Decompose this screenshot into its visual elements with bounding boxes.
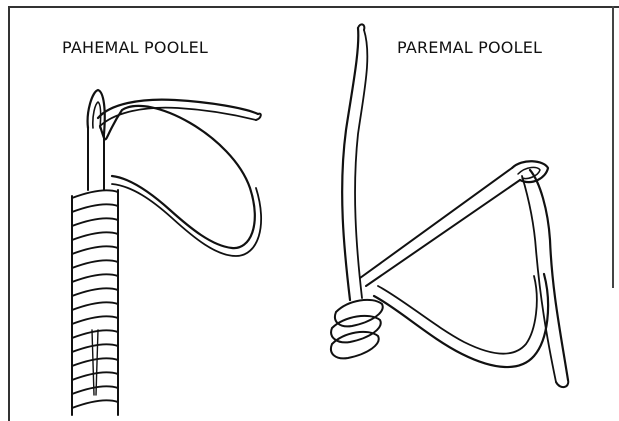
right-thread-lower-loop-outer xyxy=(374,274,548,367)
right-coil-1 xyxy=(335,300,383,327)
left-coil-10 xyxy=(72,316,118,324)
left-coil-2 xyxy=(72,204,118,212)
left-coil-4 xyxy=(72,232,118,240)
left-coil-11 xyxy=(72,330,118,338)
left-needle-tip xyxy=(92,330,98,395)
left-coil-9 xyxy=(72,302,118,310)
left-coil-6 xyxy=(72,260,118,268)
left-coil-7 xyxy=(72,274,118,282)
right-thread-eye-loop-inner xyxy=(522,176,556,382)
left-coil-1 xyxy=(72,190,118,198)
right-thread-standing-inner xyxy=(355,30,367,298)
left-coil-16 xyxy=(72,400,118,408)
right-needle-diagram xyxy=(331,24,568,387)
right-thread-bottom-end xyxy=(556,380,568,387)
right-needle-shaft-top xyxy=(360,168,512,278)
left-needle-eye xyxy=(88,90,105,134)
left-coil-14 xyxy=(72,372,118,380)
left-thread-big-loop-outer xyxy=(100,106,255,248)
right-needle-eye-inner xyxy=(518,167,540,178)
left-coil-13 xyxy=(72,358,118,366)
left-coil-15 xyxy=(72,386,118,394)
right-coil-3 xyxy=(331,332,379,359)
left-thread-big-loop-inner xyxy=(112,184,261,256)
left-coil-3 xyxy=(72,218,118,226)
left-needle-diagram xyxy=(72,90,261,415)
right-needle-shaft-bottom xyxy=(366,180,520,286)
left-coil-12 xyxy=(72,344,118,352)
left-coil-8 xyxy=(72,288,118,296)
left-coil-5 xyxy=(72,246,118,254)
